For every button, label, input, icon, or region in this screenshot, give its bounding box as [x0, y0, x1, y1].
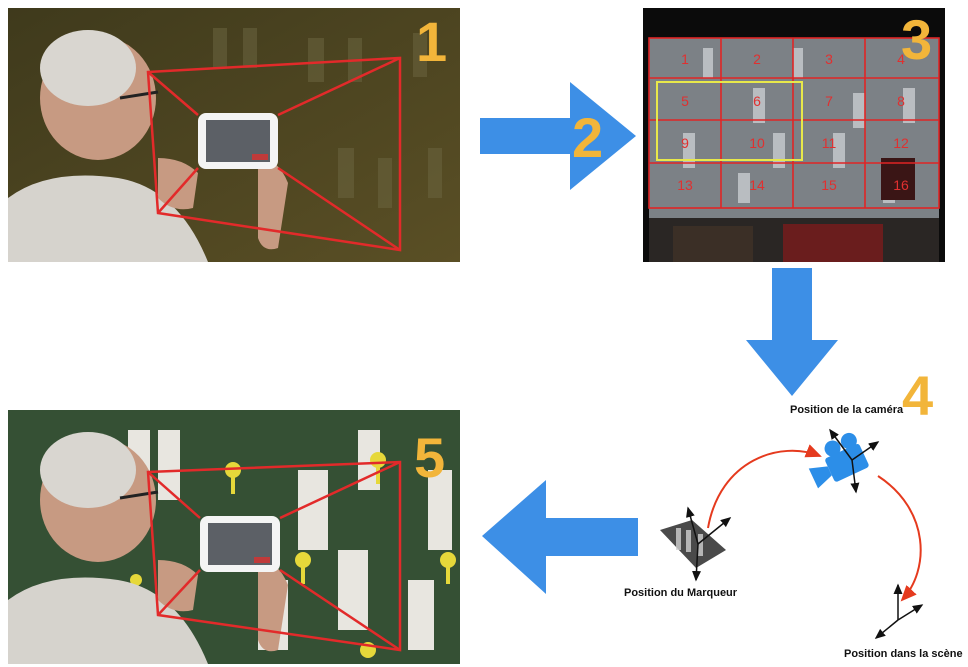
grid-cell-label: 4 [897, 51, 905, 67]
camera-position-label: Position de la caméra [790, 404, 904, 416]
grid-cell-label: 3 [825, 51, 833, 67]
grid-cell-label: 7 [825, 93, 833, 109]
pose-diagram [660, 428, 924, 639]
photo-panel-5: 5 [8, 410, 460, 664]
marker-highlight [656, 81, 803, 161]
step-number-5: 5 [414, 426, 446, 489]
grid-cell-label: 9 [681, 135, 689, 151]
grid-cell-label: 16 [893, 177, 909, 193]
grid-cell-label: 12 [893, 135, 909, 151]
step-number-4: 4 [902, 364, 934, 427]
grid-cell-label: 11 [822, 135, 837, 151]
grid-cell-label: 2 [753, 51, 761, 67]
arrow-left [482, 480, 638, 594]
grid-cell-label: 10 [749, 135, 765, 151]
grid-cell-label: 6 [753, 93, 761, 109]
step-number-1: 1 [416, 10, 448, 73]
arrow-down [746, 268, 838, 396]
marker-position-label: Position du Marqueur [624, 587, 738, 599]
photo-panel-1: 1 [8, 8, 460, 262]
camera-icon [808, 432, 869, 489]
scene-position-label: Position dans la scène [844, 648, 963, 660]
grid-cell-label: 13 [677, 177, 693, 193]
grid-cell-label: 8 [897, 93, 905, 109]
photo-5-scene [8, 410, 460, 664]
arrow-right-step-2 [480, 82, 636, 190]
step-number-3: 3 [901, 8, 933, 71]
marker-plane-icon [660, 520, 726, 568]
scene-axes-icon [874, 583, 924, 639]
step-number-2: 2 [572, 106, 604, 169]
grid-cell-label: 1 [681, 51, 689, 67]
grid-cell-label: 15 [821, 177, 837, 193]
grid-cell-label: 5 [681, 93, 689, 109]
grid-cell-label: 14 [749, 177, 765, 193]
photo-1-scene [8, 8, 460, 262]
